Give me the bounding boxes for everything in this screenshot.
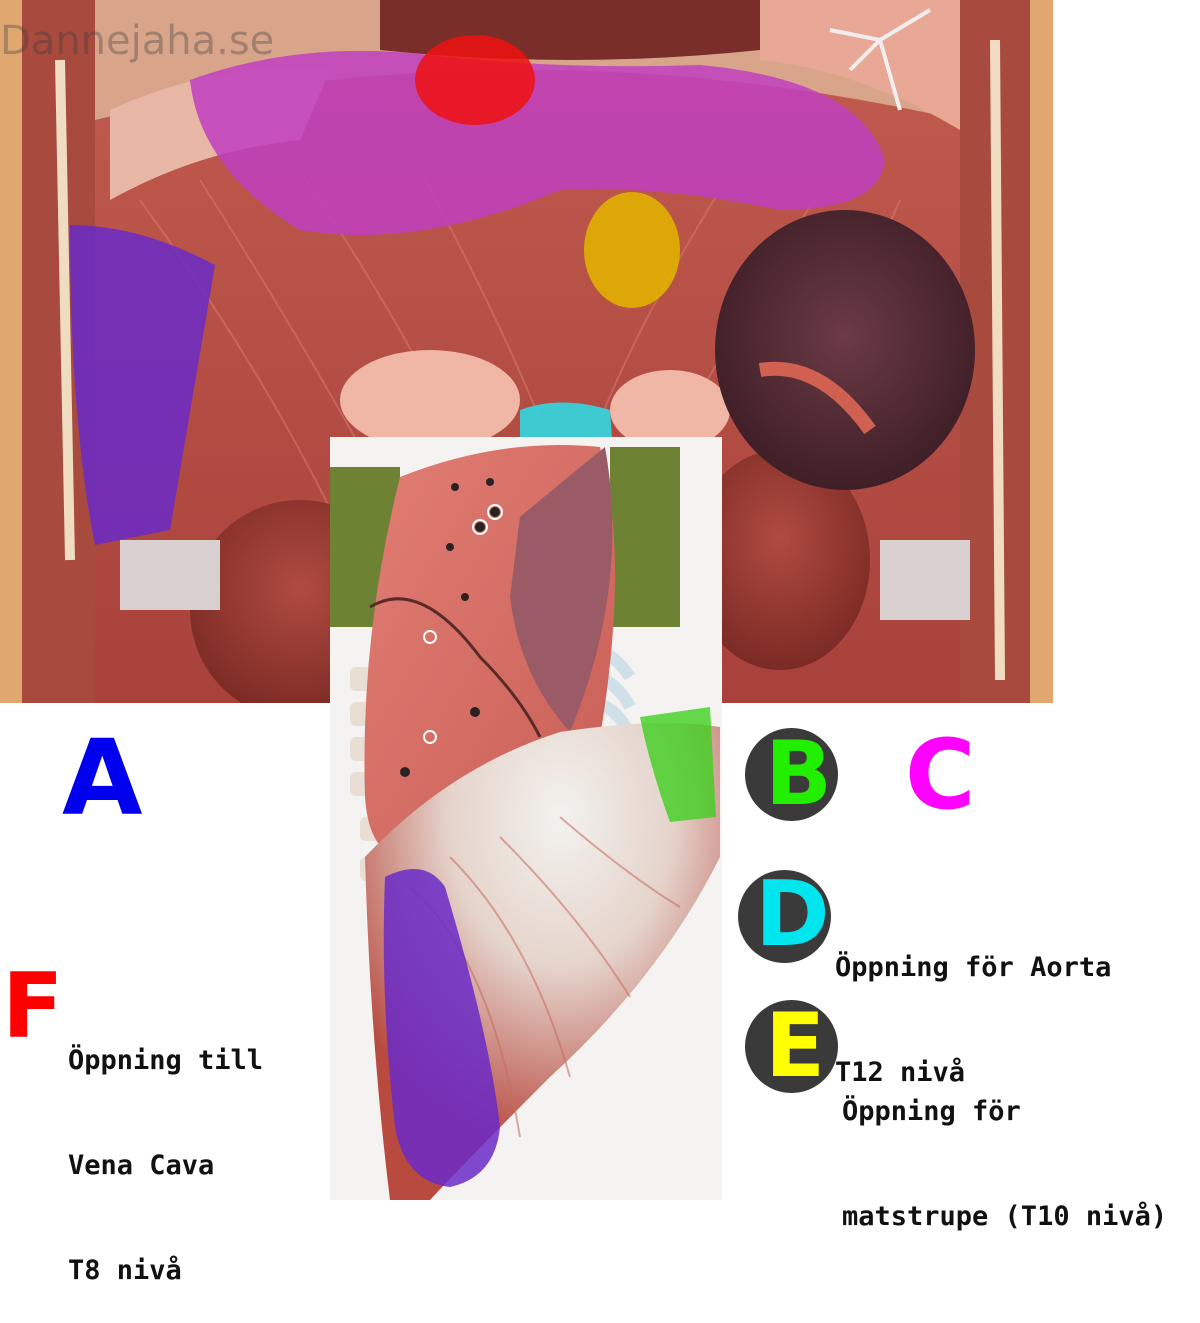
- caption-f-line1: Öppning till: [68, 1045, 264, 1076]
- caption-e-line1: Öppning för: [842, 1096, 1021, 1127]
- label-a: A: [62, 717, 143, 839]
- caption-f-line3: T8 nivå: [68, 1255, 182, 1286]
- label-c: C: [905, 719, 976, 831]
- caption-f-line2: Vena Cava: [68, 1150, 215, 1181]
- caption-e: Öppning för matstrupe (T10 nivå): [842, 1024, 1167, 1269]
- diaphragm-photo-side: [330, 437, 722, 1200]
- label-f: F: [2, 954, 64, 1059]
- label-b-disc: [745, 728, 838, 821]
- label-d-disc: [738, 870, 831, 963]
- label-b: B: [765, 722, 833, 825]
- label-e: E: [765, 994, 826, 1097]
- label-d: D: [755, 862, 830, 967]
- diaphragm-photo-top: Dannejaha.se: [0, 0, 1053, 703]
- caption-d-line2: T12 nivå: [835, 1057, 966, 1088]
- caption-e-line2: matstrupe (T10 nivå): [842, 1201, 1168, 1232]
- watermark-text: Dannejaha.se: [0, 18, 275, 64]
- caption-d: Öppning för Aorta T12 nivå: [835, 880, 1111, 1125]
- label-e-disc: [745, 1000, 838, 1093]
- caption-d-line1: Öppning för Aorta: [835, 952, 1112, 983]
- caption-f: Öppning till Vena Cava T8 nivå: [68, 973, 263, 1323]
